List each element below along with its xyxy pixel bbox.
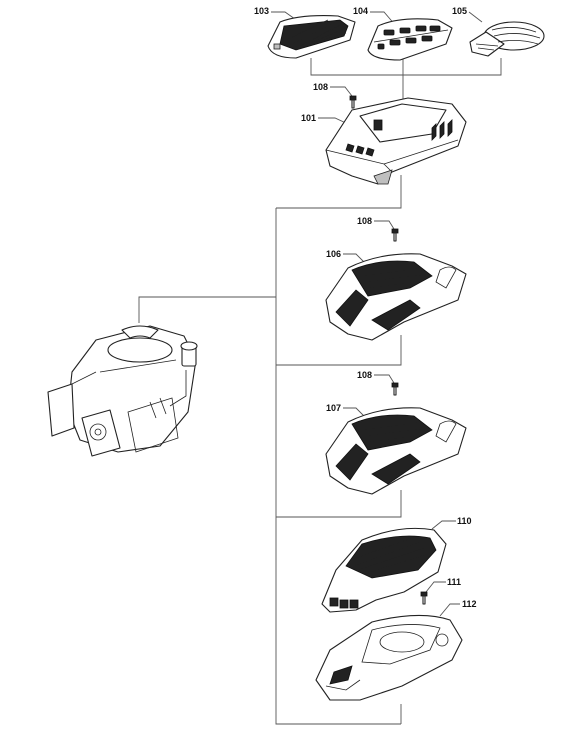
part-106-shroud [325,253,467,341]
screw-111 [420,591,428,605]
screw-108-top [349,95,357,109]
label-112: 112 [462,599,477,609]
part-107-shroud [325,407,467,495]
screw-108-middle [391,228,399,242]
label-103: 103 [254,6,269,16]
label-101: 101 [301,113,316,123]
screw-108-lower [391,382,399,396]
label-111: 111 [447,577,461,587]
part-112-base-shroud [315,614,463,701]
part-101-top-cover [325,97,467,185]
label-108-top: 108 [313,82,328,92]
label-105: 105 [452,6,467,16]
engine-illustration [47,325,198,457]
label-106: 106 [326,249,341,259]
label-107: 107 [326,403,341,413]
part-104-vented-cap [367,18,453,61]
part-105-filter-cover [469,21,545,57]
label-108-lower: 108 [357,370,372,380]
connector-lines [138,52,502,725]
part-110-grille-shroud [321,527,447,613]
label-110: 110 [457,516,472,526]
part-103-grille-cap [267,15,356,59]
label-108-middle: 108 [357,216,372,226]
label-104: 104 [353,6,368,16]
part-labels: 103 104 105 108 101 108 106 108 107 110 … [254,6,477,609]
